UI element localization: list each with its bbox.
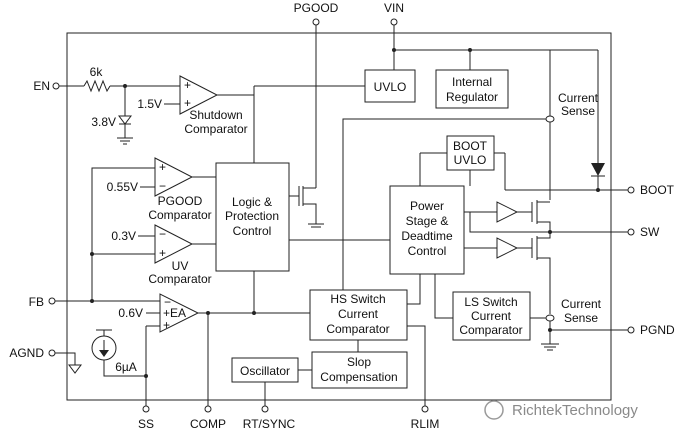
svg-text:BOOT: BOOT	[453, 139, 488, 153]
svg-text:+: +	[163, 318, 170, 332]
pin-pgood	[312, 18, 320, 26]
pin-ss	[142, 405, 150, 413]
zener-voltage-label: 3.8V	[91, 115, 116, 129]
zener-diode	[118, 115, 132, 125]
pin-comp	[204, 405, 212, 413]
current-sense-top	[545, 115, 555, 123]
svg-text:Sense: Sense	[564, 311, 598, 325]
svg-text:Deadtime: Deadtime	[401, 229, 453, 243]
svg-text:Comparator: Comparator	[184, 122, 247, 136]
svg-text:Protection: Protection	[225, 209, 279, 223]
svg-text:Comparator: Comparator	[148, 272, 211, 286]
svg-text:Power: Power	[410, 199, 444, 213]
resistor-6k	[83, 79, 111, 93]
ref-0-55v-label: 0.55V	[107, 180, 138, 194]
pin-fb	[48, 297, 56, 305]
hs-switch-comparator-block	[309, 289, 408, 341]
uvlo-label: UVLO	[374, 80, 407, 94]
svg-text:Current: Current	[558, 91, 599, 105]
slop-compensation-block	[311, 351, 408, 389]
pin-rlim-label: RLIM	[411, 417, 440, 431]
ref-1-5v-label: 1.5V	[137, 97, 162, 111]
ea-label: EA	[170, 306, 186, 320]
svg-text:Control: Control	[233, 224, 272, 238]
svg-text:+: +	[184, 78, 191, 92]
svg-text:Comparator: Comparator	[326, 322, 389, 336]
pin-sw	[627, 228, 635, 236]
svg-text:Logic &: Logic &	[232, 195, 272, 209]
svg-text:UV: UV	[172, 259, 189, 273]
ref-0-6v-label: 0.6V	[118, 306, 143, 320]
svg-text:Control: Control	[408, 244, 447, 258]
ref-0-3v-label: 0.3V	[111, 229, 136, 243]
high-side-driver	[496, 201, 519, 223]
logic-protection-block	[215, 162, 290, 272]
svg-text:Slop: Slop	[347, 355, 371, 369]
svg-text:−: −	[159, 227, 166, 241]
power-stage-block	[389, 185, 465, 275]
svg-text:Current: Current	[561, 297, 602, 311]
svg-text:Internal: Internal	[452, 75, 492, 89]
svg-text:−: −	[164, 295, 171, 309]
pin-rlim	[421, 405, 429, 413]
low-side-driver	[496, 237, 519, 259]
svg-text:Comparator: Comparator	[148, 208, 211, 222]
pin-boot	[627, 186, 635, 194]
pin-fb-label: FB	[29, 295, 44, 309]
svg-text:Regulator: Regulator	[446, 90, 498, 104]
oscillator-label: Oscillator	[240, 364, 290, 378]
pin-pgnd-label: PGND	[640, 323, 675, 337]
svg-text:+: +	[163, 306, 170, 320]
svg-text:Current: Current	[338, 307, 379, 321]
pin-boot-label: BOOT	[640, 183, 675, 197]
pin-agnd-label: AGND	[9, 346, 44, 360]
pin-pgnd	[627, 326, 635, 334]
pin-agnd	[48, 349, 56, 357]
svg-text:Current: Current	[471, 309, 512, 323]
svg-text:Sense: Sense	[561, 104, 595, 118]
pgood-comparator	[154, 157, 194, 197]
pin-ss-label: SS	[138, 417, 154, 431]
watermark-icon	[484, 400, 504, 420]
svg-text:Compensation: Compensation	[320, 370, 397, 384]
svg-text:−: −	[159, 179, 166, 193]
svg-text:LS Switch: LS Switch	[464, 295, 517, 309]
pin-pgood-label: PGOOD	[294, 1, 339, 15]
pin-sw-label: SW	[640, 225, 660, 239]
pin-rtsync	[261, 405, 269, 413]
agnd-ground-symbol	[68, 364, 82, 374]
internal-regulator-block	[435, 69, 509, 109]
svg-text:Stage &: Stage &	[406, 214, 449, 228]
pin-rtsync-label: RT/SYNC	[243, 417, 296, 431]
current-sense-bottom	[545, 314, 555, 322]
svg-text:PGOOD: PGOOD	[158, 194, 203, 208]
uv-comparator	[154, 224, 194, 264]
ls-switch-comparator-block	[452, 291, 531, 341]
pin-en-label: EN	[33, 79, 50, 93]
svg-text:+: +	[159, 246, 166, 260]
current-6ua-label: 6µA	[115, 360, 137, 374]
pin-comp-label: COMP	[190, 417, 226, 431]
resistor-6k-label: 6k	[90, 65, 104, 79]
boot-diode	[591, 163, 605, 176]
svg-text:Shutdown: Shutdown	[189, 108, 242, 122]
svg-text:+: +	[184, 96, 191, 110]
pin-vin-label: VIN	[384, 1, 404, 15]
svg-text:+: +	[159, 160, 166, 174]
svg-text:Comparator: Comparator	[459, 323, 522, 337]
watermark-text: RichtekTechnology	[512, 402, 638, 419]
pin-en	[52, 82, 60, 90]
pin-vin	[390, 18, 398, 26]
svg-text:HS Switch: HS Switch	[330, 292, 385, 306]
svg-text:UVLO: UVLO	[454, 153, 487, 167]
shutdown-comparator	[179, 75, 219, 115]
